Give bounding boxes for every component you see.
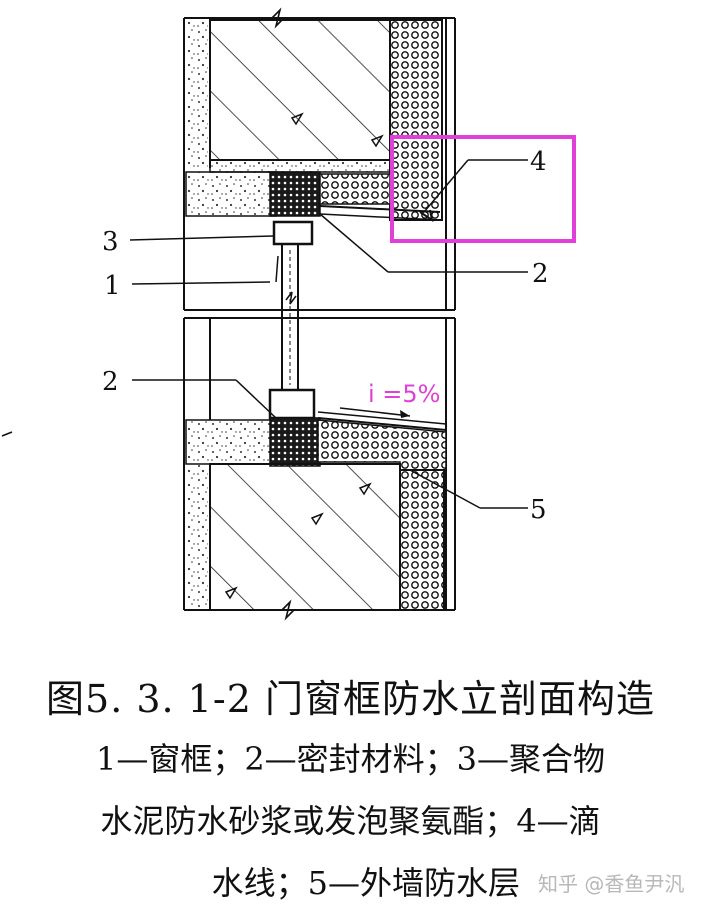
label-1: 1 — [104, 271, 121, 301]
slope-label: i =5% — [368, 380, 440, 408]
upper-wall — [183, 7, 456, 310]
figure-title: 图5. 3. 1-2 门窗框防水立剖面构造 — [46, 677, 655, 721]
label-2-upper: 2 — [532, 259, 549, 289]
label-5: 5 — [530, 495, 547, 525]
legend-line-1: 1—窗框；2—密封材料；3—聚合物 — [95, 740, 606, 778]
lower-sill — [185, 407, 447, 471]
upper-mortar-band — [185, 171, 441, 223]
drip-line-highlight-box — [390, 135, 576, 243]
label-3: 3 — [102, 227, 119, 257]
lower-wall — [184, 463, 455, 621]
watermark: 知乎 @香鱼尹汎 — [538, 872, 685, 896]
label-2-lower: 2 — [102, 367, 119, 397]
wall-break — [183, 309, 456, 610]
leader-lines — [1, 159, 528, 509]
label-4: 4 — [530, 147, 547, 177]
window-frame-section-diagram: 3 1 2 2 4 5 i =5% — [1, 7, 576, 621]
window-frame — [268, 220, 316, 420]
legend-line-3: 水线；5—外墙防水层 — [211, 864, 520, 902]
legend-line-2: 水泥防水砂浆或发泡聚氨酯；4—滴 — [100, 802, 601, 840]
